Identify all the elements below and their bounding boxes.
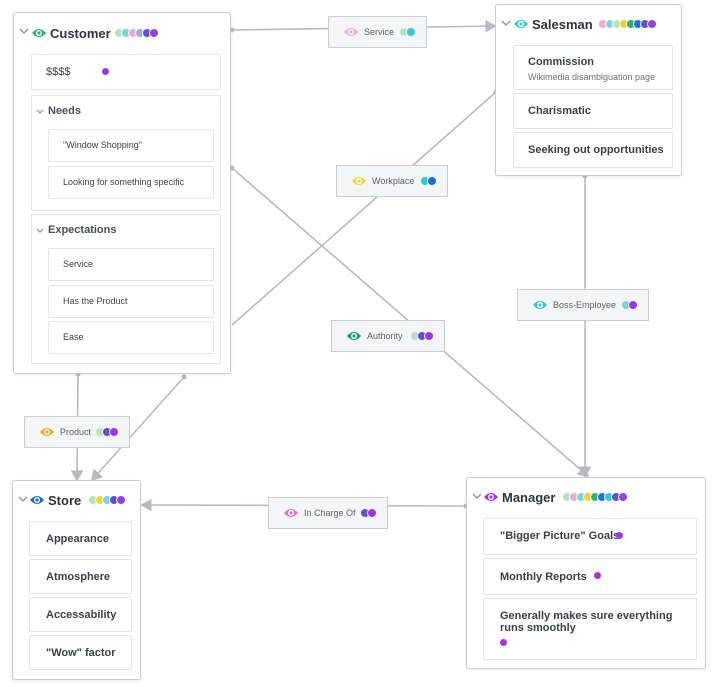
chevron-down-icon[interactable] (501, 18, 511, 28)
relation-product[interactable]: Product (24, 416, 130, 448)
eye-icon (347, 332, 361, 340)
tag-dots (399, 27, 416, 37)
tag-dot (367, 508, 377, 518)
tag-dots (598, 19, 657, 29)
eye-icon (514, 20, 528, 28)
tag-dot (109, 427, 119, 437)
tag-dots (420, 176, 437, 186)
relation-label: Authority (367, 331, 403, 341)
relation-workplace[interactable]: Workplace (336, 165, 448, 197)
tag-dots (114, 28, 159, 38)
eye-icon (32, 29, 46, 37)
item-dot (102, 68, 109, 75)
eye-icon (284, 509, 298, 517)
manager-title: Manager (502, 490, 556, 505)
link-product-b (90, 376, 185, 482)
link-workplace (231, 91, 497, 326)
relation-authority[interactable]: Authority (331, 320, 445, 352)
item-dot (500, 639, 507, 646)
list-item[interactable]: Appearance (29, 521, 132, 556)
list-item[interactable]: Generally makes sure everything runs smo… (483, 598, 697, 660)
expectations-group[interactable]: Expectations Service Has the Product Eas… (31, 214, 221, 364)
relation-label: Service (364, 27, 395, 37)
list-item[interactable]: Monthly Reports (483, 558, 697, 595)
tag-dots (621, 300, 638, 310)
tag-dots (95, 427, 119, 437)
chevron-down-icon[interactable] (472, 491, 482, 501)
store-card[interactable]: Store Appearance Atmosphere Accessabilit… (12, 480, 141, 680)
customer-card[interactable]: Customer $$$$ Needs "Window Shopping" Lo… (13, 12, 231, 374)
needs-label: Needs (48, 105, 82, 117)
store-title: Store (48, 493, 82, 508)
list-item[interactable]: Accessability (29, 597, 132, 632)
customer-title: Customer (50, 26, 111, 41)
relation-in-charge-of[interactable]: In Charge Of (268, 497, 388, 529)
tag-dots (88, 495, 126, 505)
eye-icon (40, 428, 54, 436)
tag-dots (410, 331, 434, 341)
relation-service[interactable]: Service (328, 16, 427, 48)
salesman-card[interactable]: Salesman Commission Wikimedia disambigua… (495, 4, 682, 176)
relation-label: Product (60, 427, 92, 437)
tag-dot (406, 27, 416, 37)
tag-dot (149, 28, 159, 38)
list-item[interactable]: "Wow" factor (29, 635, 132, 670)
item-dot (616, 532, 623, 539)
needs-group[interactable]: Needs "Window Shopping" Looking for some… (31, 95, 221, 211)
chevron-down-icon[interactable] (19, 26, 29, 36)
eye-icon (533, 301, 547, 309)
list-item[interactable]: Ease (48, 321, 214, 354)
list-item[interactable]: Looking for something specific (48, 166, 214, 199)
price-item[interactable]: $$$$ (31, 54, 221, 90)
list-item[interactable]: Service (48, 248, 214, 281)
list-item[interactable]: Commission Wikimedia disambiguation page (513, 45, 673, 90)
tag-dot (647, 19, 657, 29)
manager-card[interactable]: Manager "Bigger Picture" Goals Monthly R… (466, 477, 706, 669)
list-item[interactable]: "Window Shopping" (48, 129, 214, 162)
tag-dot (618, 492, 628, 502)
chevron-down-icon[interactable] (36, 227, 44, 235)
list-item[interactable]: Has the Product (48, 285, 214, 318)
tag-dots (360, 508, 377, 518)
relation-label: Workplace (372, 176, 415, 186)
price-label: $$$$ (46, 66, 71, 78)
item-dot (594, 572, 601, 579)
tag-dot (427, 176, 437, 186)
relation-boss-employee[interactable]: Boss-Employee (517, 289, 649, 321)
relation-label: In Charge Of (304, 508, 356, 518)
eye-icon (352, 177, 366, 185)
tag-dot (628, 300, 638, 310)
salesman-title: Salesman (532, 17, 593, 32)
eye-icon (30, 496, 44, 504)
chevron-down-icon[interactable] (36, 108, 44, 116)
list-item[interactable]: Charismatic (513, 93, 673, 129)
tag-dot (424, 331, 434, 341)
expectations-label: Expectations (48, 224, 117, 236)
list-item[interactable]: Seeking out opportunities (513, 132, 673, 168)
list-item[interactable]: "Bigger Picture" Goals (483, 518, 697, 555)
eye-icon (344, 28, 358, 36)
relation-label: Boss-Employee (553, 300, 617, 310)
chevron-down-icon[interactable] (18, 494, 28, 504)
tag-dot (116, 495, 126, 505)
list-item[interactable]: Atmosphere (29, 559, 132, 594)
tag-dots (562, 492, 628, 502)
eye-icon (484, 493, 498, 501)
